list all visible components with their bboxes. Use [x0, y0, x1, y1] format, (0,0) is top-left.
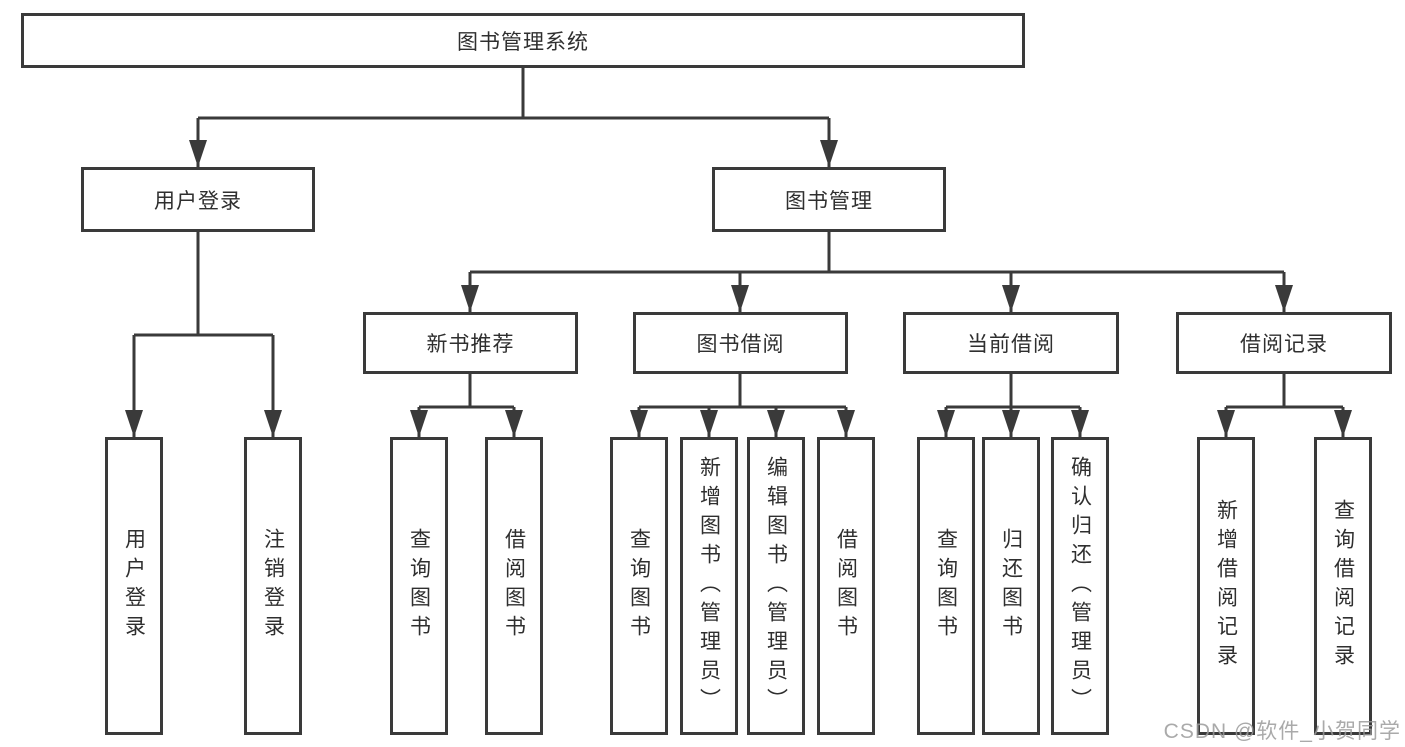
leaf-borrow-books-borrowing: 借阅图书: [817, 437, 875, 735]
arrowhead-icon: [1275, 285, 1293, 312]
leaf-query-books-borrowing: 查询图书: [610, 437, 668, 735]
node-library-system: 图书管理系统: [21, 13, 1025, 68]
leaf-user-login: 用户登录: [105, 437, 163, 735]
arrowhead-icon: [937, 410, 955, 437]
arrowhead-icon: [837, 410, 855, 437]
arrowhead-icon: [820, 140, 838, 167]
node-book-borrowing: 图书借阅: [633, 312, 848, 374]
arrowhead-icon: [1217, 410, 1235, 437]
leaf-confirm-return-admin: 确认归还（管理员）: [1051, 437, 1109, 735]
leaf-query-books-current: 查询图书: [917, 437, 975, 735]
arrowhead-icon: [1071, 410, 1089, 437]
arrowhead-icon: [767, 410, 785, 437]
arrowhead-icon: [1334, 410, 1352, 437]
arrowhead-icon: [461, 285, 479, 312]
leaf-query-books-recommend: 查询图书: [390, 437, 448, 735]
arrowhead-icon: [700, 410, 718, 437]
arrowhead-icon: [505, 410, 523, 437]
leaf-logout: 注销登录: [244, 437, 302, 735]
arrowhead-icon: [410, 410, 428, 437]
node-borrowing-records: 借阅记录: [1176, 312, 1392, 374]
leaf-query-borrow-record: 查询借阅记录: [1314, 437, 1372, 735]
leaf-borrow-books-recommend: 借阅图书: [485, 437, 543, 735]
arrowhead-icon: [264, 410, 282, 437]
node-book-management: 图书管理: [712, 167, 946, 232]
arrowhead-icon: [1002, 410, 1020, 437]
node-new-book-recommendation: 新书推荐: [363, 312, 578, 374]
node-user-login: 用户登录: [81, 167, 315, 232]
connector-path: [132, 68, 1345, 437]
arrowhead-icon: [630, 410, 648, 437]
leaf-add-borrow-record: 新增借阅记录: [1197, 437, 1255, 735]
leaf-add-books-admin: 新增图书（管理员）: [680, 437, 738, 735]
arrowhead-icon: [731, 285, 749, 312]
leaf-edit-books-admin: 编辑图书（管理员）: [747, 437, 805, 735]
arrowhead-icon: [125, 410, 143, 437]
csdn-watermark: CSDN @软件_小贺同学: [1163, 720, 1401, 743]
arrowhead-icon: [1002, 285, 1020, 312]
arrowhead-icon: [189, 140, 207, 167]
node-current-borrowing: 当前借阅: [903, 312, 1119, 374]
leaf-return-books: 归还图书: [982, 437, 1040, 735]
